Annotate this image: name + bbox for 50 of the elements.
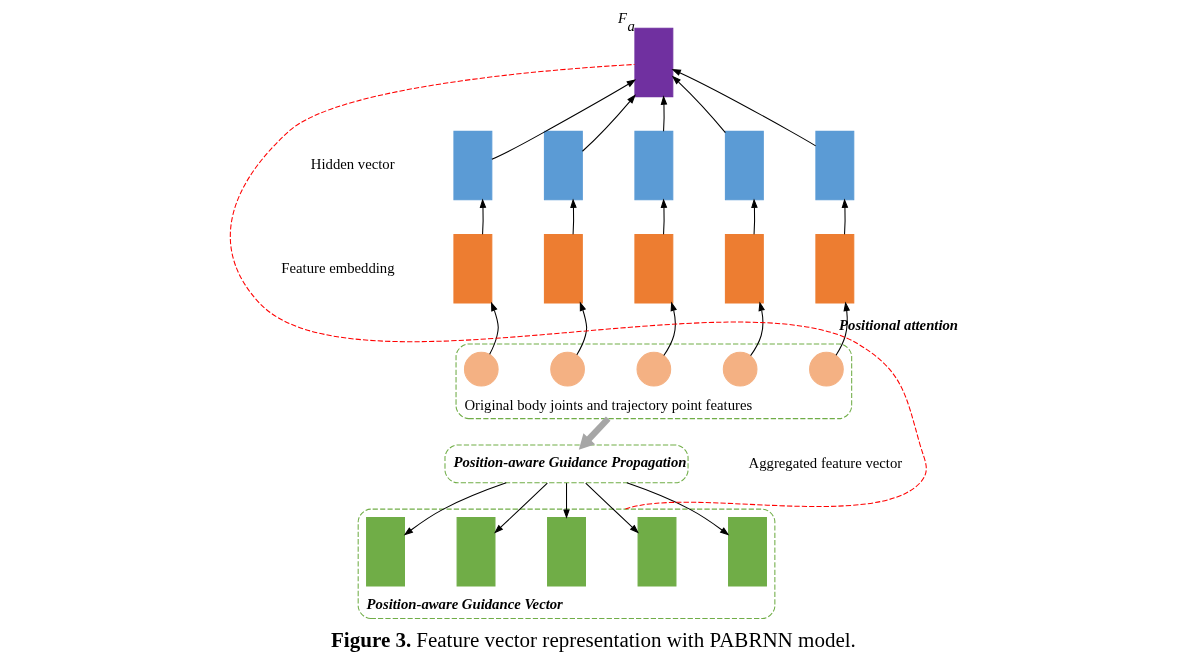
arrow xyxy=(403,482,507,536)
arrow xyxy=(660,95,667,132)
arrow xyxy=(841,198,848,235)
node-box xyxy=(724,233,764,304)
node-box xyxy=(633,27,673,98)
arrow xyxy=(625,482,729,536)
edge-label: Positional attention xyxy=(838,317,958,334)
arrow xyxy=(569,198,577,235)
node-box xyxy=(543,233,583,304)
node-box xyxy=(365,517,405,587)
arrow xyxy=(562,482,570,519)
label: Aggregated feature vector xyxy=(748,454,902,471)
arrow xyxy=(575,301,587,356)
node-box xyxy=(727,517,767,587)
node-box xyxy=(637,517,676,587)
arrow xyxy=(671,75,726,134)
node-box xyxy=(543,130,583,201)
node-box xyxy=(724,130,764,201)
caption: Figure 3. Feature vector representation with PABRNN model. xyxy=(330,627,856,652)
node-box xyxy=(452,233,492,304)
arrow xyxy=(835,301,850,356)
label: Hidden vector xyxy=(310,156,395,173)
node-circle xyxy=(636,351,671,387)
arrow xyxy=(490,79,636,160)
label: Feature embedding xyxy=(280,259,395,276)
arrow xyxy=(750,198,758,235)
node-circle xyxy=(549,351,585,387)
arrow xyxy=(581,94,636,152)
arrow xyxy=(660,198,667,235)
node-circle xyxy=(808,351,844,387)
node-box xyxy=(814,233,854,304)
arrow xyxy=(479,198,486,235)
arrow xyxy=(749,301,765,357)
connector xyxy=(229,63,927,510)
node-box xyxy=(633,130,673,201)
node-box xyxy=(633,233,673,304)
node-box xyxy=(456,517,495,587)
cluster: Original body joints and trajectory point features xyxy=(455,343,852,420)
node-box xyxy=(452,130,492,201)
arrow xyxy=(670,68,816,147)
arrow xyxy=(493,482,548,534)
node-circle xyxy=(463,351,499,387)
node-circle xyxy=(722,351,757,387)
arrow xyxy=(488,301,499,355)
node-box: Position-aware Guidance Propagation xyxy=(443,444,689,484)
arrow xyxy=(578,416,610,450)
arrow xyxy=(662,301,677,357)
node-box xyxy=(546,517,586,587)
node-box xyxy=(814,130,854,201)
arrow xyxy=(584,482,639,534)
